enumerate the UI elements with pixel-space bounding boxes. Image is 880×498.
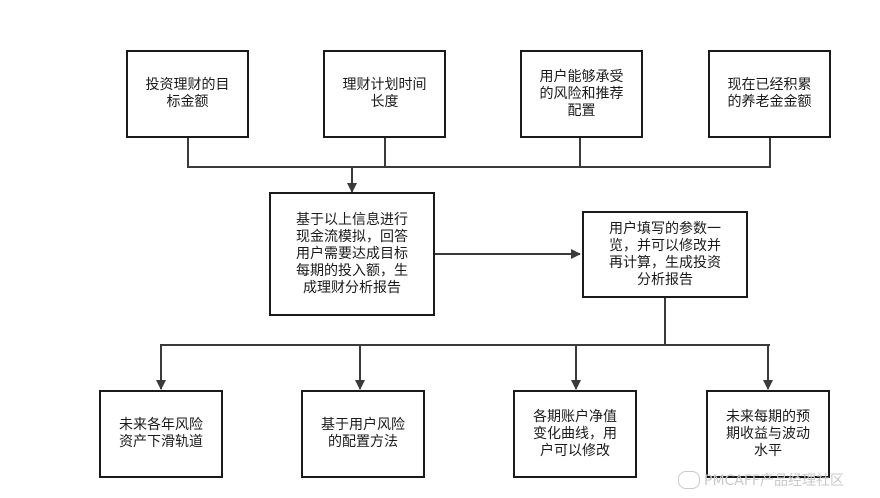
node-allocation: 基于用户风险 的配置方法 [301, 390, 425, 478]
node-networth-label: 各期账户净值 变化曲线，用 户可以修改 [533, 408, 617, 459]
node-params: 用户填写的参数一 览，并可以修改并 再计算，生成投资 分析报告 [582, 211, 748, 298]
node-returns: 未来每期的预 期收益与波动 水平 [706, 390, 830, 478]
watermark: PMCAFF产品经理社区 [678, 470, 844, 490]
node-glidepath-label: 未来各年风险 资产下滑轨道 [119, 417, 203, 450]
node-timeline-label: 理财计划时间 长度 [342, 77, 427, 110]
node-risk-label: 用户能够承受 的风险和推荐 配置 [539, 68, 624, 119]
node-params-label: 用户填写的参数一 览，并可以修改并 再计算，生成投资 分析报告 [609, 220, 721, 288]
node-returns-label: 未来每期的预 期收益与波动 水平 [726, 408, 810, 459]
node-timeline: 理财计划时间 长度 [323, 50, 446, 138]
watermark-logo-icon [678, 471, 700, 489]
node-allocation-label: 基于用户风险 的配置方法 [321, 417, 405, 450]
node-glidepath: 未来各年风险 资产下滑轨道 [99, 390, 223, 478]
node-simulation: 基于以上信息进行 现金流模拟，回答 用户需要达成目标 每期的投入额，生 成理财分… [269, 192, 435, 316]
node-savings-label: 现在已经积累 的养老金金额 [727, 77, 812, 110]
node-networth: 各期账户净值 变化曲线，用 户可以修改 [513, 390, 637, 478]
watermark-text: PMCAFF产品经理社区 [704, 473, 844, 489]
node-savings: 现在已经积累 的养老金金额 [708, 50, 831, 138]
node-simulation-label: 基于以上信息进行 现金流模拟，回答 用户需要达成目标 每期的投入额，生 成理财分… [296, 211, 408, 296]
node-risk: 用户能够承受 的风险和推荐 配置 [520, 50, 643, 138]
node-goal: 投资理财的目 标金额 [126, 50, 249, 138]
node-goal-label: 投资理财的目 标金额 [145, 77, 230, 110]
